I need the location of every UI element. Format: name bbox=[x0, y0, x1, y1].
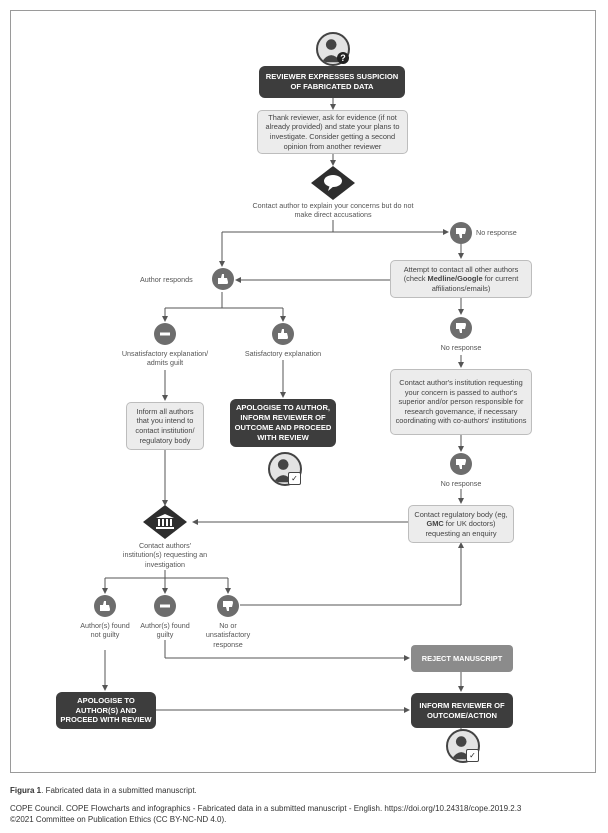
contact-author-text: Contact author to explain your concerns … bbox=[252, 201, 414, 220]
inform-authors-box: Inform all authors that you intend to co… bbox=[126, 402, 204, 450]
unsatisfactory-label: Unsatisfactory explanation/ admits guilt bbox=[121, 349, 209, 368]
no-response-label-3: No response bbox=[440, 479, 482, 488]
thumbs-up-icon bbox=[94, 595, 116, 617]
apologise-authors-box: APOLOGISE TO AUTHOR(S) AND PROCEED WITH … bbox=[56, 692, 156, 729]
thumbs-up-icon bbox=[212, 268, 234, 290]
person-question-icon bbox=[316, 32, 350, 66]
check-badge-icon: ✓ bbox=[466, 749, 479, 762]
start-box: REVIEWER EXPRESSES SUSPICION OF FABRICAT… bbox=[259, 66, 405, 98]
caption-label: Figura 1 bbox=[10, 786, 42, 795]
contact-institution-box: Contact author's institution requesting … bbox=[390, 369, 532, 435]
thumbs-down-icon bbox=[450, 453, 472, 475]
question-badge-icon: ? bbox=[337, 52, 349, 64]
citation-footer: COPE Council. COPE Flowcharts and infogr… bbox=[10, 804, 600, 826]
flowchart-frame bbox=[10, 10, 596, 773]
thank-reviewer-box: Thank reviewer, ask for evidence (if not… bbox=[257, 110, 408, 154]
no-entry-icon bbox=[154, 595, 176, 617]
caption-text: . Fabricated data in a submitted manuscr… bbox=[41, 786, 197, 795]
no-response-label-1: No response bbox=[476, 228, 517, 237]
satisfactory-label: Satisfactory explanation bbox=[244, 349, 322, 358]
author-responds-label: Author responds bbox=[140, 275, 193, 284]
thumbs-down-icon bbox=[217, 595, 239, 617]
figure-caption: Figura 1. Fabricated data in a submitted… bbox=[10, 786, 197, 795]
institution-icon bbox=[143, 505, 187, 539]
license-line: ©2021 Committee on Publication Ethics (C… bbox=[10, 814, 227, 824]
thumbs-down-icon bbox=[450, 317, 472, 339]
check-badge-icon: ✓ bbox=[288, 472, 301, 485]
no-unsatisfactory-label: No or unsatisfactory response bbox=[205, 621, 251, 649]
reject-manuscript-box: REJECT MANUSCRIPT bbox=[411, 645, 513, 672]
not-guilty-label: Author(s) found not guilty bbox=[80, 621, 130, 640]
inform-reviewer-box: INFORM REVIEWER OF OUTCOME/ACTION bbox=[411, 693, 513, 728]
thumbs-up-icon bbox=[272, 323, 294, 345]
found-guilty-label: Author(s) found guilty bbox=[140, 621, 190, 640]
citation-line: COPE Council. COPE Flowcharts and infogr… bbox=[10, 804, 522, 813]
apologise-author-box: APOLOGISE TO AUTHOR, INFORM REVIEWER OF … bbox=[230, 399, 336, 447]
no-response-label-2: No response bbox=[440, 343, 482, 352]
no-entry-icon bbox=[154, 323, 176, 345]
investigation-label: Contact authors' institution(s) requesti… bbox=[122, 541, 208, 569]
thumbs-down-icon bbox=[450, 222, 472, 244]
attempt-contact-box: Attempt to contact all other authors (ch… bbox=[390, 260, 532, 298]
regulatory-body-box: Contact regulatory body (eg, GMC for UK … bbox=[408, 505, 514, 543]
speech-bubble-icon bbox=[311, 166, 355, 200]
